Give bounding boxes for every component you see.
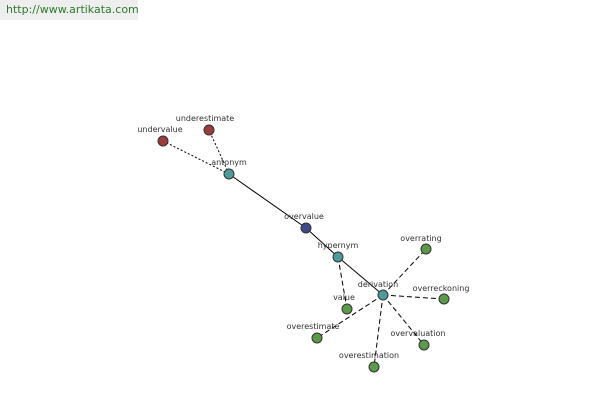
edge-antonym-underestimate [208,129,230,175]
node-value[interactable]: value [333,293,355,315]
node-circle-overreckoning[interactable] [438,293,450,305]
node-circle-value[interactable] [341,303,353,315]
node-circle-overestimation[interactable] [368,361,380,373]
edges-layer [162,129,445,368]
node-overvaluation[interactable]: overvaluation [391,329,446,351]
node-overestimate[interactable]: overestimate [287,322,340,344]
nodes-layer: overvalue antonym hypernym derivation underv… [137,114,470,373]
watermark-url: http://www.artikata.com [0,0,139,20]
node-circle-undervalue[interactable] [157,135,169,147]
node-label-overvalue: overvalue [284,212,324,221]
node-label-derivation: derivation [358,280,398,289]
node-label-overrating: overrating [400,234,441,243]
edge-derivation-overestimate [316,294,384,339]
edge-antonym-undervalue [162,140,230,175]
node-overestimation[interactable]: overestimation [339,351,399,373]
edge-derivation-overvaluation [382,294,425,346]
node-label-overreckoning: overreckoning [413,284,470,293]
node-label-overvaluation: overvaluation [391,329,446,338]
node-undervalue[interactable]: undervalue [137,125,183,147]
edge-hypernym-derivation [337,256,384,296]
node-circle-hypernym[interactable] [332,251,344,263]
node-underestimate[interactable]: underestimate [176,114,235,136]
node-label-hypernym: hypernym [318,241,359,250]
edge-derivation-overreckoning [382,294,445,300]
node-label-value: value [333,293,355,302]
node-label-overestimation: overestimation [339,351,399,360]
node-circle-overvalue[interactable] [300,222,312,234]
node-circle-antonym[interactable] [223,168,235,180]
edge-overvalue-hypernym [305,227,339,258]
node-overreckoning[interactable]: overreckoning [413,284,470,305]
edge-derivation-overrating [382,248,427,296]
edge-hypernym-value [337,256,348,310]
node-circle-underestimate[interactable] [203,124,215,136]
node-overvalue[interactable]: overvalue [284,212,324,234]
edge-derivation-overestimation [373,294,384,368]
node-label-underestimate: underestimate [176,114,235,123]
node-circle-derivation[interactable] [377,289,389,301]
node-overrating[interactable]: overrating [400,234,442,255]
node-hypernym[interactable]: hypernym [318,241,359,263]
node-antonym[interactable]: antonym [211,158,247,180]
node-circle-overrating[interactable] [420,243,432,255]
node-circle-overvaluation[interactable] [418,339,430,351]
node-derivation[interactable]: derivation [358,280,398,301]
node-label-antonym: antonym [211,158,247,167]
edge-overvalue-antonym [228,173,307,229]
node-circle-overestimate[interactable] [311,332,323,344]
node-label-overestimate: overestimate [287,322,340,331]
node-label-undervalue: undervalue [137,125,182,134]
